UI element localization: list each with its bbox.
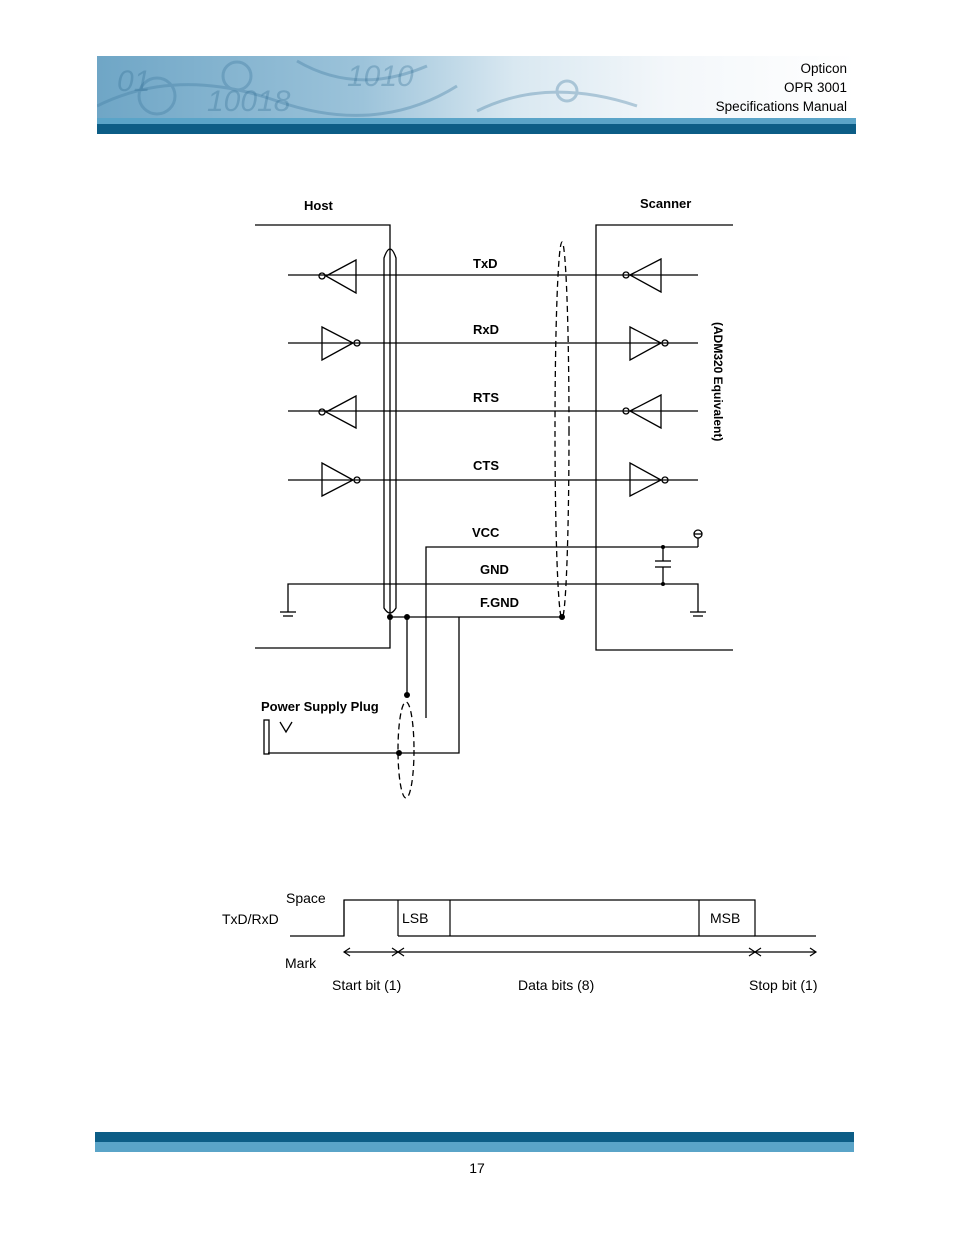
signal-fgnd-label: F.GND xyxy=(480,595,519,610)
interface-schematic: Host Scanner TxD RxD RTS CTS VCC GND F.G… xyxy=(228,190,748,805)
signal-gnd-label: GND xyxy=(480,562,509,577)
chip-label: (ADM320 Equivalent) xyxy=(711,322,725,441)
header-banner: 01 10018 1010 xyxy=(97,56,856,134)
document-title: Specifications Manual xyxy=(715,99,847,114)
signal-rxd-label: RxD xyxy=(473,322,499,337)
signal-name-label: TxD/RxD xyxy=(222,911,279,927)
svg-text:10018: 10018 xyxy=(207,85,291,118)
signal-cts-label: CTS xyxy=(473,458,499,473)
signal-vcc-label: VCC xyxy=(472,525,500,540)
model-name: OPR 3001 xyxy=(783,80,847,95)
stop-bit-label: Stop bit (1) xyxy=(749,977,817,993)
timing-diagram: Space TxD/RxD Mark LSB MSB Start bit (1)… xyxy=(216,884,826,1000)
scanner-label: Scanner xyxy=(640,196,691,211)
signal-rts-label: RTS xyxy=(473,390,499,405)
space-label: Space xyxy=(286,890,326,906)
msb-label: MSB xyxy=(710,910,740,926)
data-bits-label: Data bits (8) xyxy=(518,977,594,993)
lsb-label: LSB xyxy=(402,910,428,926)
svg-text:01: 01 xyxy=(117,65,150,98)
company-name: Opticon xyxy=(800,61,847,76)
start-bit-label: Start bit (1) xyxy=(332,977,401,993)
header-text-block: Opticon OPR 3001 Specifications Manual xyxy=(716,59,847,116)
power-plug-label: Power Supply Plug xyxy=(261,699,379,714)
host-label: Host xyxy=(304,198,334,213)
footer-bar xyxy=(95,1132,854,1152)
signal-txd-label: TxD xyxy=(473,256,498,271)
page-number: 17 xyxy=(469,1160,485,1176)
svg-text:1010: 1010 xyxy=(347,60,414,93)
mark-label: Mark xyxy=(285,955,317,971)
